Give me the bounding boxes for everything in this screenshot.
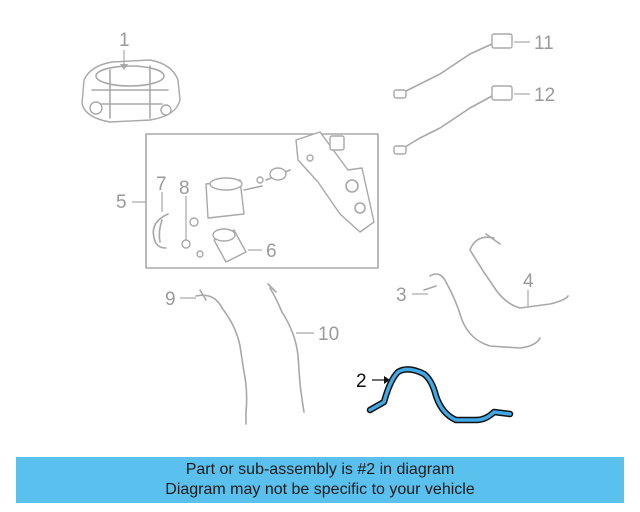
callout-3: 3 (396, 285, 407, 306)
callout-2: 2 (356, 371, 367, 392)
part-1-canister (81, 50, 181, 123)
callout-6: 6 (266, 241, 277, 262)
parts-diagram: 1 11 12 (81, 30, 569, 425)
part-12-oxygen-sensor (393, 85, 530, 155)
callout-11: 11 (534, 33, 554, 54)
part-4-pipe (469, 233, 569, 309)
callout-12: 12 (534, 85, 555, 106)
callout-4: 4 (523, 271, 534, 292)
callout-5: 5 (116, 192, 127, 213)
banner-line-disclaimer: Diagram may not be specific to your vehi… (165, 481, 475, 498)
callout-9: 9 (165, 289, 176, 310)
info-banner: Part or sub-assembly is #2 in diagram Di… (16, 457, 624, 503)
callout-7: 7 (156, 174, 167, 195)
callout-1: 1 (119, 30, 130, 51)
part-9-hose (180, 289, 248, 425)
callout-10: 10 (318, 324, 339, 345)
banner-line-part-number: Part or sub-assembly is #2 in diagram (185, 461, 455, 478)
part-10-hose (267, 283, 314, 413)
part-11-oxygen-sensor (393, 33, 530, 99)
part-3-pipe (412, 273, 541, 349)
part-5-subassembly-box (132, 131, 379, 269)
callout-8: 8 (179, 178, 190, 199)
part-2-hose-highlighted (366, 366, 514, 424)
